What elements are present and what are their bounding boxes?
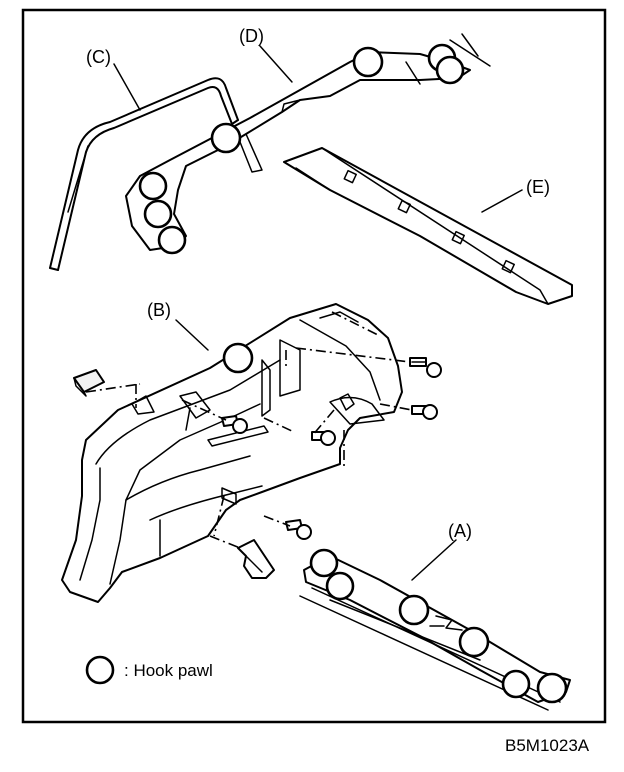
hook-pawl	[157, 225, 187, 255]
diagram-border	[21, 8, 607, 724]
hook-pawl	[325, 571, 355, 601]
part-d-pillar-trim	[125, 33, 491, 251]
hook-pawl	[352, 46, 384, 78]
hook-pawl	[138, 171, 168, 201]
label-a: (A)	[448, 521, 472, 541]
legend: : Hook pawl	[85, 655, 213, 685]
screw-4	[311, 430, 336, 446]
callout-lines	[113, 45, 523, 581]
hook-pawls	[138, 43, 568, 704]
screw-5	[285, 519, 312, 540]
hook-pawl	[210, 122, 242, 154]
hook-pawl	[222, 342, 254, 374]
part-e-trim-strip	[283, 147, 573, 305]
leader-lines	[85, 311, 413, 549]
legend-text: : Hook pawl	[124, 661, 213, 680]
screw-3	[221, 415, 248, 434]
label-d: (D)	[239, 26, 264, 46]
label-b: (B)	[147, 300, 171, 320]
label-e: (E)	[526, 177, 550, 197]
hook-pawl	[398, 594, 430, 626]
legend-hook-pawl-icon	[85, 655, 115, 685]
screw-2	[411, 404, 438, 420]
label-c: (C)	[86, 47, 111, 67]
hook-pawl	[501, 669, 531, 699]
hook-pawl	[309, 548, 339, 578]
hook-pawl	[143, 199, 173, 229]
hook-pawl	[435, 55, 465, 85]
part-c-weatherstrip	[49, 77, 239, 271]
screw-1	[409, 357, 442, 378]
figure-code: B5M1023A	[505, 736, 590, 755]
loose-clip	[73, 369, 105, 397]
bracket-clip	[237, 539, 275, 579]
hook-pawl	[458, 626, 490, 658]
part-b-quarter-panel	[61, 303, 403, 603]
hook-pawl	[536, 672, 568, 704]
